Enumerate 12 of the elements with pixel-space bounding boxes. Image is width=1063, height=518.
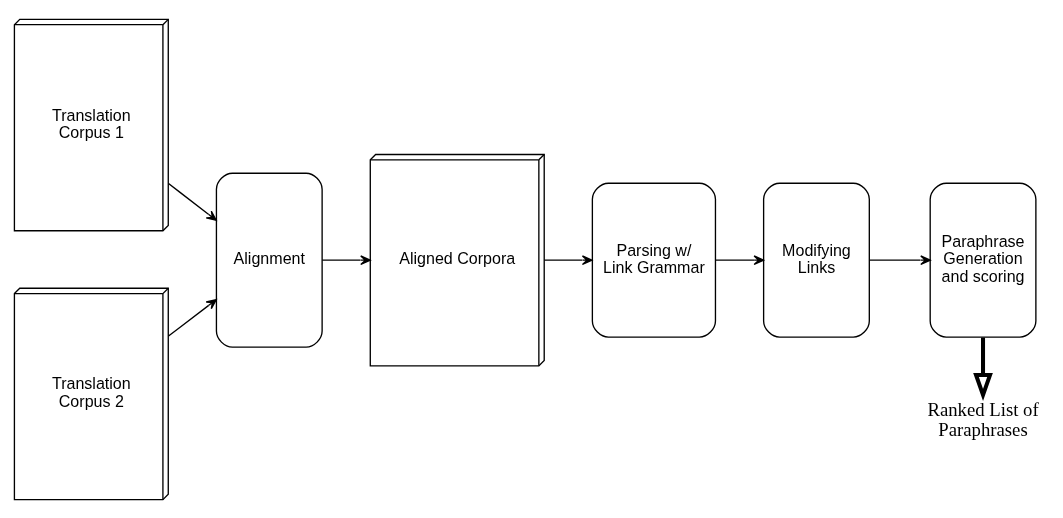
node-box: Modifying Links — [762, 182, 870, 338]
arrow — [167, 298, 217, 337]
node-box: Alignment — [215, 172, 323, 348]
arrow — [543, 254, 593, 265]
node-text: Ranked List of Paraphrases — [927, 398, 1039, 440]
arrow — [167, 182, 217, 221]
node-box: Parsing w/ Link Grammar — [591, 182, 717, 338]
arrow — [321, 254, 371, 265]
arrow — [869, 254, 931, 265]
arrow — [973, 337, 993, 401]
node-box: Paraphrase Generation and scoring — [929, 182, 1037, 338]
arrow — [715, 254, 765, 265]
